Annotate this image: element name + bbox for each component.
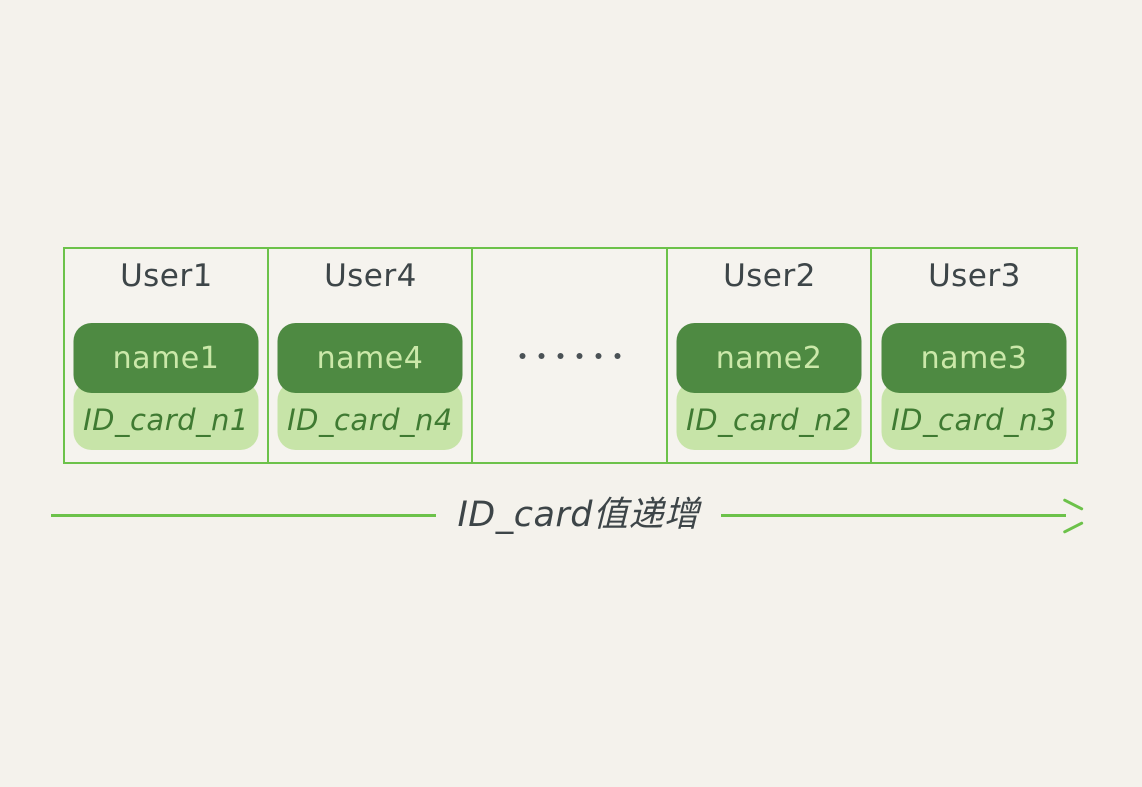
ellipsis-dot bbox=[519, 352, 526, 359]
ellipsis-dot bbox=[595, 352, 602, 359]
user-label: User2 bbox=[722, 258, 816, 294]
ellipsis-dot bbox=[538, 352, 545, 359]
arrow-line-left bbox=[51, 514, 436, 517]
ellipsis-dot bbox=[614, 352, 621, 359]
pill-stack: name2 ID_card_n2 bbox=[676, 323, 862, 450]
user-label: User4 bbox=[323, 258, 417, 294]
user-row-table: User1 name1 ID_card_n1 User4 name4 ID_ca… bbox=[63, 247, 1078, 464]
name-pill: name2 bbox=[676, 323, 862, 393]
ellipsis-icon bbox=[519, 352, 621, 359]
name-pill: name1 bbox=[73, 323, 259, 393]
pill-stack: name4 ID_card_n4 bbox=[277, 323, 463, 450]
ellipsis-dot bbox=[576, 352, 583, 359]
table-cell-ellipsis bbox=[473, 249, 669, 462]
table-cell-user-3[interactable]: User3 name3 ID_card_n3 bbox=[872, 249, 1077, 462]
increasing-order-arrow: ID_card值递增 bbox=[51, 490, 1091, 545]
ellipsis-dot bbox=[557, 352, 564, 359]
id-card-pill: ID_card_n2 bbox=[676, 382, 862, 450]
user-label: User3 bbox=[927, 258, 1021, 294]
user-label: User1 bbox=[119, 258, 213, 294]
arrow-label: ID_card值递增 bbox=[457, 495, 700, 535]
table-cell-user-2[interactable]: User2 name2 ID_card_n2 bbox=[668, 249, 873, 462]
table-cell-user-4[interactable]: User4 name4 ID_card_n4 bbox=[269, 249, 473, 462]
id-card-pill: ID_card_n3 bbox=[881, 382, 1067, 450]
pill-stack: name3 ID_card_n3 bbox=[881, 323, 1067, 450]
table-cell-user-1[interactable]: User1 name1 ID_card_n1 bbox=[65, 249, 269, 462]
id-card-pill: ID_card_n1 bbox=[73, 382, 259, 450]
pill-stack: name1 ID_card_n1 bbox=[73, 323, 259, 450]
arrow-head-icon bbox=[1059, 503, 1085, 529]
arrow-line-right bbox=[721, 514, 1066, 517]
id-card-pill: ID_card_n4 bbox=[277, 382, 463, 450]
name-pill: name4 bbox=[277, 323, 463, 393]
name-pill: name3 bbox=[881, 323, 1067, 393]
